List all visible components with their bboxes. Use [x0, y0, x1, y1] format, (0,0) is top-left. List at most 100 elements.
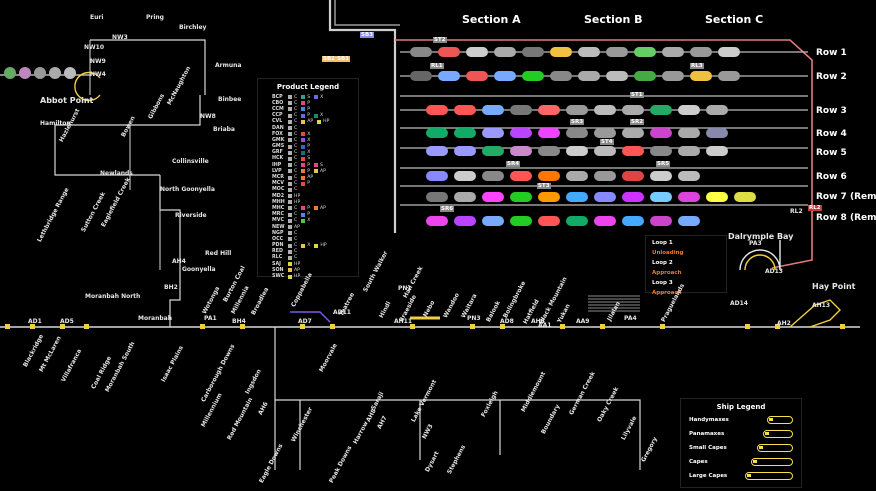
product-swatch — [301, 163, 306, 168]
machine-tag-st3[interactable]: ST3 — [537, 183, 551, 189]
machine-tag-sr5[interactable]: SR5 — [656, 161, 671, 167]
product-swatch — [288, 274, 292, 279]
stockpile — [678, 192, 700, 202]
machine-tag-sr4[interactable]: SR4 — [506, 161, 521, 167]
product-swatch — [288, 194, 292, 199]
product-swatch — [314, 95, 319, 100]
product-swatch — [288, 138, 292, 143]
stockpile — [538, 216, 560, 226]
inload-conveyor-2 — [334, 0, 400, 26]
stockpile — [482, 192, 504, 202]
ship-size-label: Panamaxes — [689, 431, 725, 437]
product-swatch — [314, 206, 318, 211]
abbot-stockpile — [19, 67, 31, 79]
product-swatch — [288, 119, 292, 124]
machine-tag-sb2[interactable]: SB2 — [322, 56, 336, 62]
product-tag: AP — [320, 168, 326, 174]
product-swatch — [301, 113, 306, 118]
network-label: PA1 — [204, 315, 217, 322]
row-4-label: Row 4 — [816, 129, 847, 139]
product-swatch — [301, 101, 306, 106]
stockpile — [650, 105, 672, 115]
stockpile — [494, 47, 516, 57]
network-label: AH8 — [531, 318, 545, 325]
stockpile — [622, 171, 644, 181]
machine-tag-sr6[interactable]: SR6 — [440, 206, 455, 212]
product-code: MD2 — [272, 193, 285, 199]
machine-tag-rl1[interactable]: RL1 — [430, 63, 444, 69]
abbot-point-loop — [74, 71, 101, 102]
network-label: Riverside — [175, 212, 207, 219]
product-code: MCR — [272, 175, 284, 181]
signal-marker — [660, 324, 665, 329]
ship-size-label: Small Capes — [689, 445, 727, 451]
product-tag: AP — [294, 267, 300, 273]
stockpile — [538, 192, 560, 202]
machine-tag-st2[interactable]: ST2 — [433, 37, 447, 43]
row-6-label: Row 6 — [816, 172, 847, 182]
product-legend-title: Product Legend — [276, 83, 340, 91]
machine-tag-sb3[interactable]: SB3 — [360, 32, 374, 38]
product-code: NEW — [272, 224, 285, 230]
product-tag: C — [294, 236, 298, 242]
network-label: AD11 — [333, 309, 351, 316]
product-code: RED — [272, 249, 283, 255]
stockpile — [510, 192, 532, 202]
stockpile — [550, 71, 572, 81]
section-c-header: Section C — [705, 13, 764, 26]
machine-tag-sr2[interactable]: SR2 — [630, 119, 645, 125]
product-code: GMS — [272, 144, 285, 150]
machine-tag-st4[interactable]: ST4 — [600, 139, 614, 145]
network-label: Birchley — [179, 24, 207, 31]
stockpile — [566, 128, 588, 138]
stockpile — [510, 105, 532, 115]
product-code: PDN — [272, 243, 284, 249]
section-a-header: Section A — [462, 13, 521, 26]
stockpile — [678, 128, 700, 138]
product-tag: X — [307, 243, 311, 249]
inload-conveyor — [328, 0, 397, 233]
machine-tag-sb1[interactable]: SB1 — [336, 56, 350, 62]
product-tag: AP — [294, 224, 300, 230]
product-code: GMK — [272, 137, 285, 143]
product-tag: C — [294, 255, 298, 261]
product-swatch — [301, 132, 306, 137]
product-swatch — [301, 138, 306, 143]
stockpile — [718, 47, 740, 57]
product-code: MHC — [272, 205, 285, 211]
product-tag: C — [294, 113, 298, 119]
stockpile — [650, 192, 672, 202]
signal-marker — [840, 324, 845, 329]
stockpile — [538, 171, 560, 181]
row-1-label: Row 1 — [816, 48, 847, 58]
machine-tag-st1[interactable]: ST1 — [630, 92, 644, 98]
stockpile — [454, 128, 476, 138]
machine-tag-sr3[interactable]: SR3 — [570, 119, 585, 125]
stockpile — [510, 171, 532, 181]
product-swatch — [288, 243, 292, 248]
machine-tag-rl3[interactable]: RL3 — [690, 63, 704, 69]
dalrymple-inner-loop — [744, 254, 776, 271]
network-label: NW10 — [84, 44, 104, 51]
product-tag: P — [307, 106, 310, 112]
signal-marker — [330, 324, 335, 329]
product-tag: C — [294, 249, 298, 255]
stockpile — [606, 47, 628, 57]
stockpile — [566, 146, 588, 156]
machine-tag-rl2[interactable]: RL2 — [808, 205, 822, 211]
product-swatch — [288, 144, 292, 149]
stockpile — [410, 47, 432, 57]
product-tag: S — [307, 156, 311, 162]
stockpile — [606, 71, 628, 81]
loop-legend-item: Loop 1 — [652, 240, 673, 246]
product-swatch — [288, 262, 292, 267]
